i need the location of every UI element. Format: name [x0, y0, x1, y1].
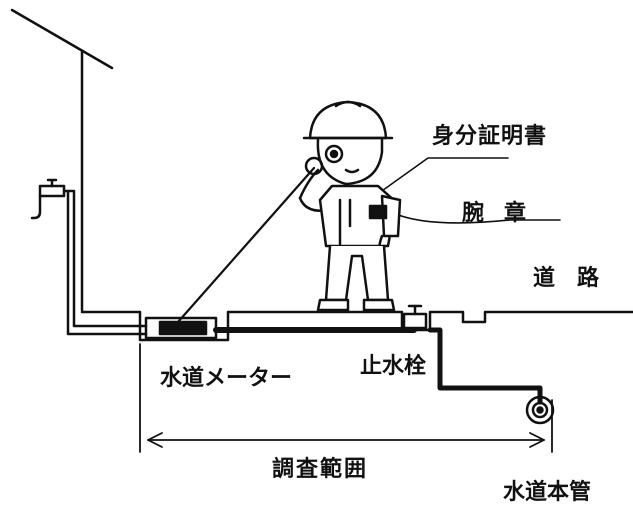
survey-range-label: 調査範囲 [272, 457, 369, 482]
water-meter-label: 水道メーター [160, 366, 293, 391]
water-main-pipe [525, 395, 555, 425]
range-arrow-left [147, 432, 163, 448]
id-card-label: 身分証明書 [432, 124, 548, 149]
water-main-label: 水道本管 [503, 480, 592, 505]
id-card-leader [371, 157, 509, 199]
house-pipe-outer [66, 190, 148, 336]
armband-label: 腕章 [462, 201, 547, 226]
house-pipe-inner [72, 190, 148, 328]
road-label: 道路 [533, 266, 622, 291]
range-arrow-right [529, 432, 545, 448]
water-meter-body [158, 320, 208, 336]
house-roof-line [10, 8, 114, 70]
armband-leader [395, 213, 561, 224]
faucet-icon [30, 178, 76, 220]
stop-valve [402, 304, 428, 330]
listening-stick [176, 166, 316, 324]
stop-valve-label: 止水栓 [360, 354, 427, 379]
inspector-figure [176, 100, 402, 324]
underground-pipe [427, 327, 543, 405]
